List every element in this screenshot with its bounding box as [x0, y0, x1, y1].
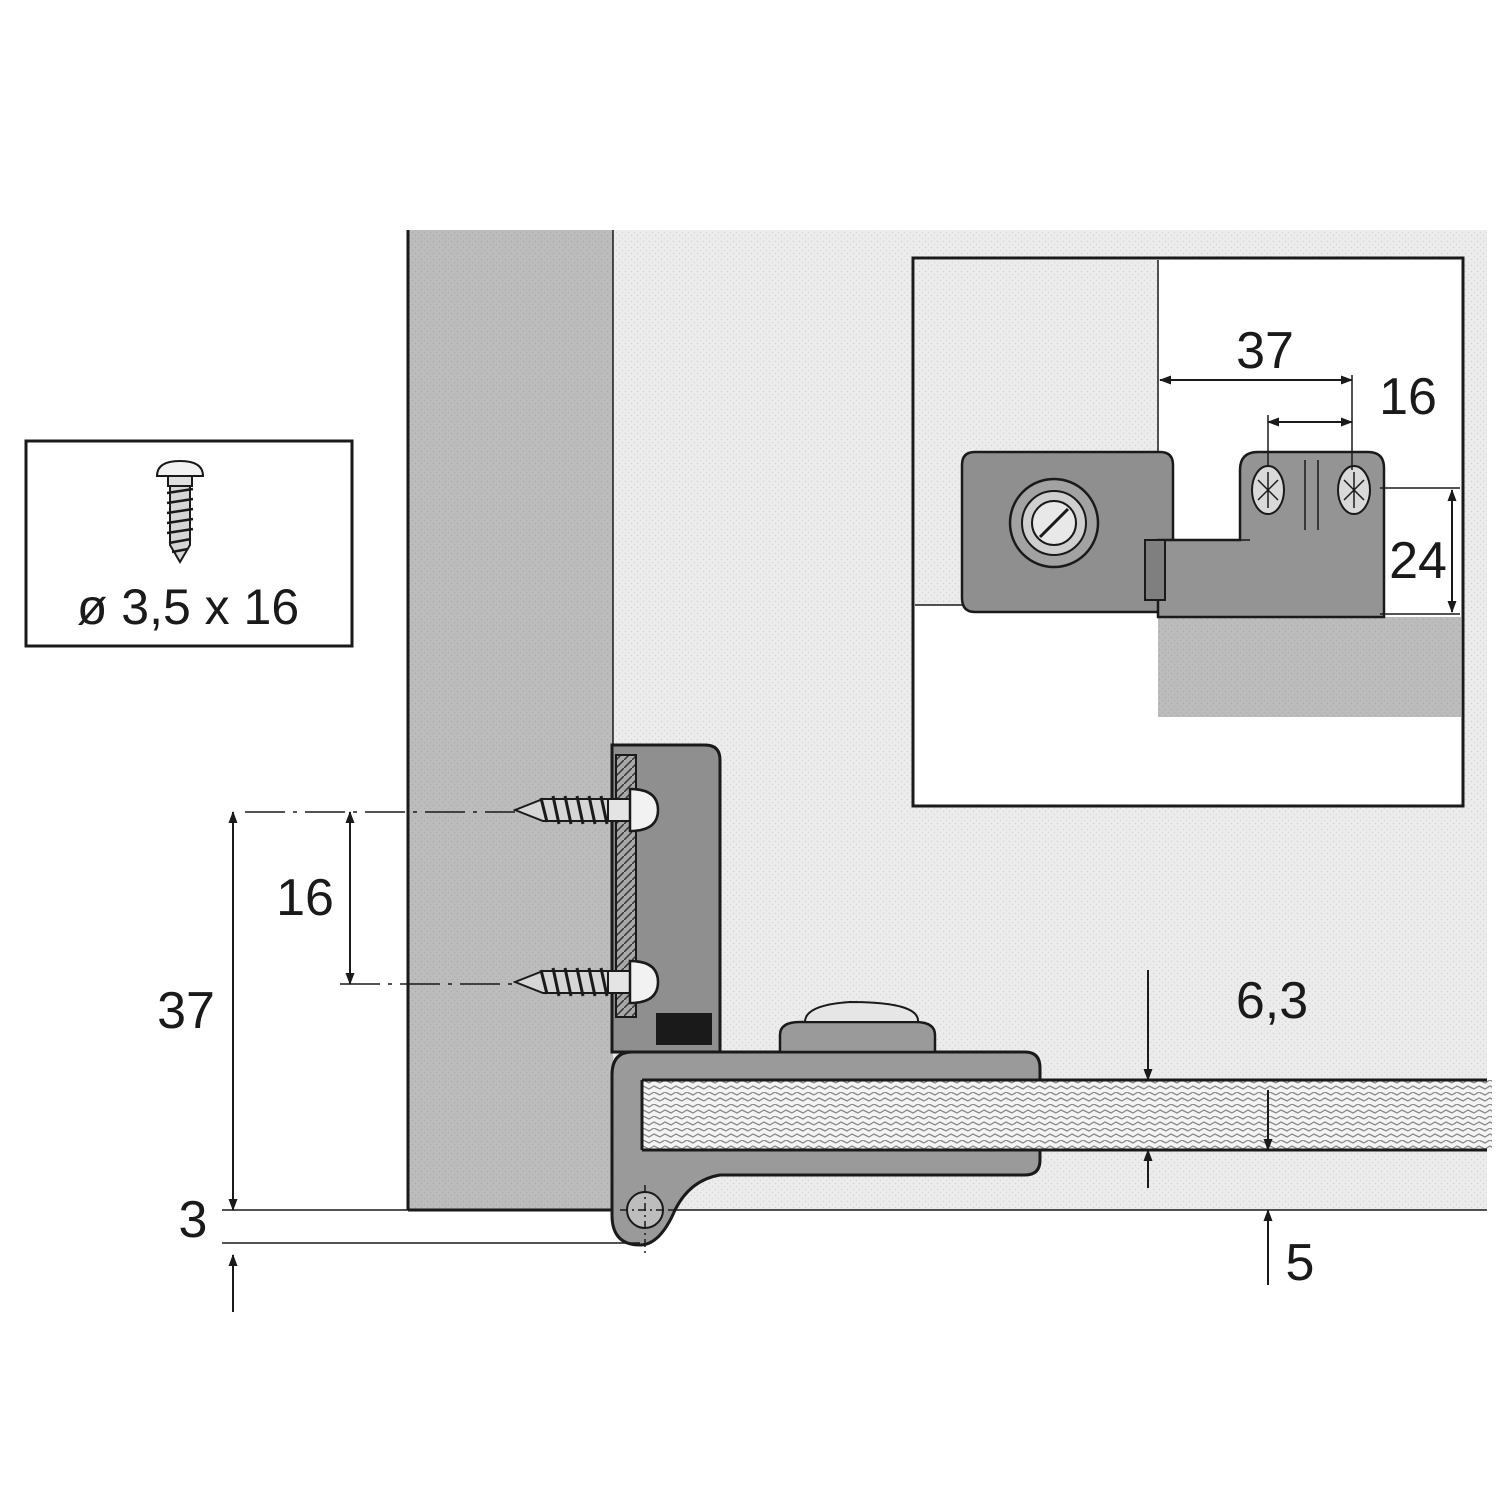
dimension-label-5: 5 [1286, 1234, 1315, 1292]
dimension-37-main: 37 [157, 811, 238, 1211]
dimension-label-16: 16 [276, 869, 334, 927]
fitting-block [610, 743, 722, 1054]
inset-screw-right-icon [1337, 465, 1371, 515]
dimension-label-37: 37 [157, 982, 215, 1040]
dimension-3: 3 [179, 1191, 238, 1312]
pan-head-screw-icon [155, 459, 205, 564]
screw-spec-label: ø 3,5 x 16 [77, 579, 299, 635]
dimension-label-6-3: 6,3 [1236, 972, 1308, 1030]
dimension-5: 5 [1263, 1090, 1315, 1292]
drawer-bottom-panel [640, 1078, 1492, 1152]
detail-inset: 37 16 24 [911, 256, 1465, 808]
inset-dimension-label-16: 16 [1379, 368, 1437, 426]
dimension-label-3: 3 [179, 1191, 208, 1249]
inset-dimension-37: 37 [1159, 322, 1353, 385]
dimension-6-3: 6,3 [1143, 970, 1308, 1188]
inset-dimension-label-37: 37 [1236, 322, 1294, 380]
dimension-16-main: 16 [276, 811, 355, 985]
inset-dimension-label-24: 24 [1389, 532, 1447, 590]
inset-dimension-24: 24 [1389, 489, 1457, 613]
inset-bottom-panel [1158, 617, 1461, 717]
side-panel [408, 230, 613, 1210]
inset-fitting [960, 450, 1386, 619]
inset-dimension-16: 16 [1267, 368, 1437, 427]
inset-screw-left-icon [1251, 465, 1285, 515]
screw-spec-box: ø 3,5 x 16 [24, 439, 354, 648]
